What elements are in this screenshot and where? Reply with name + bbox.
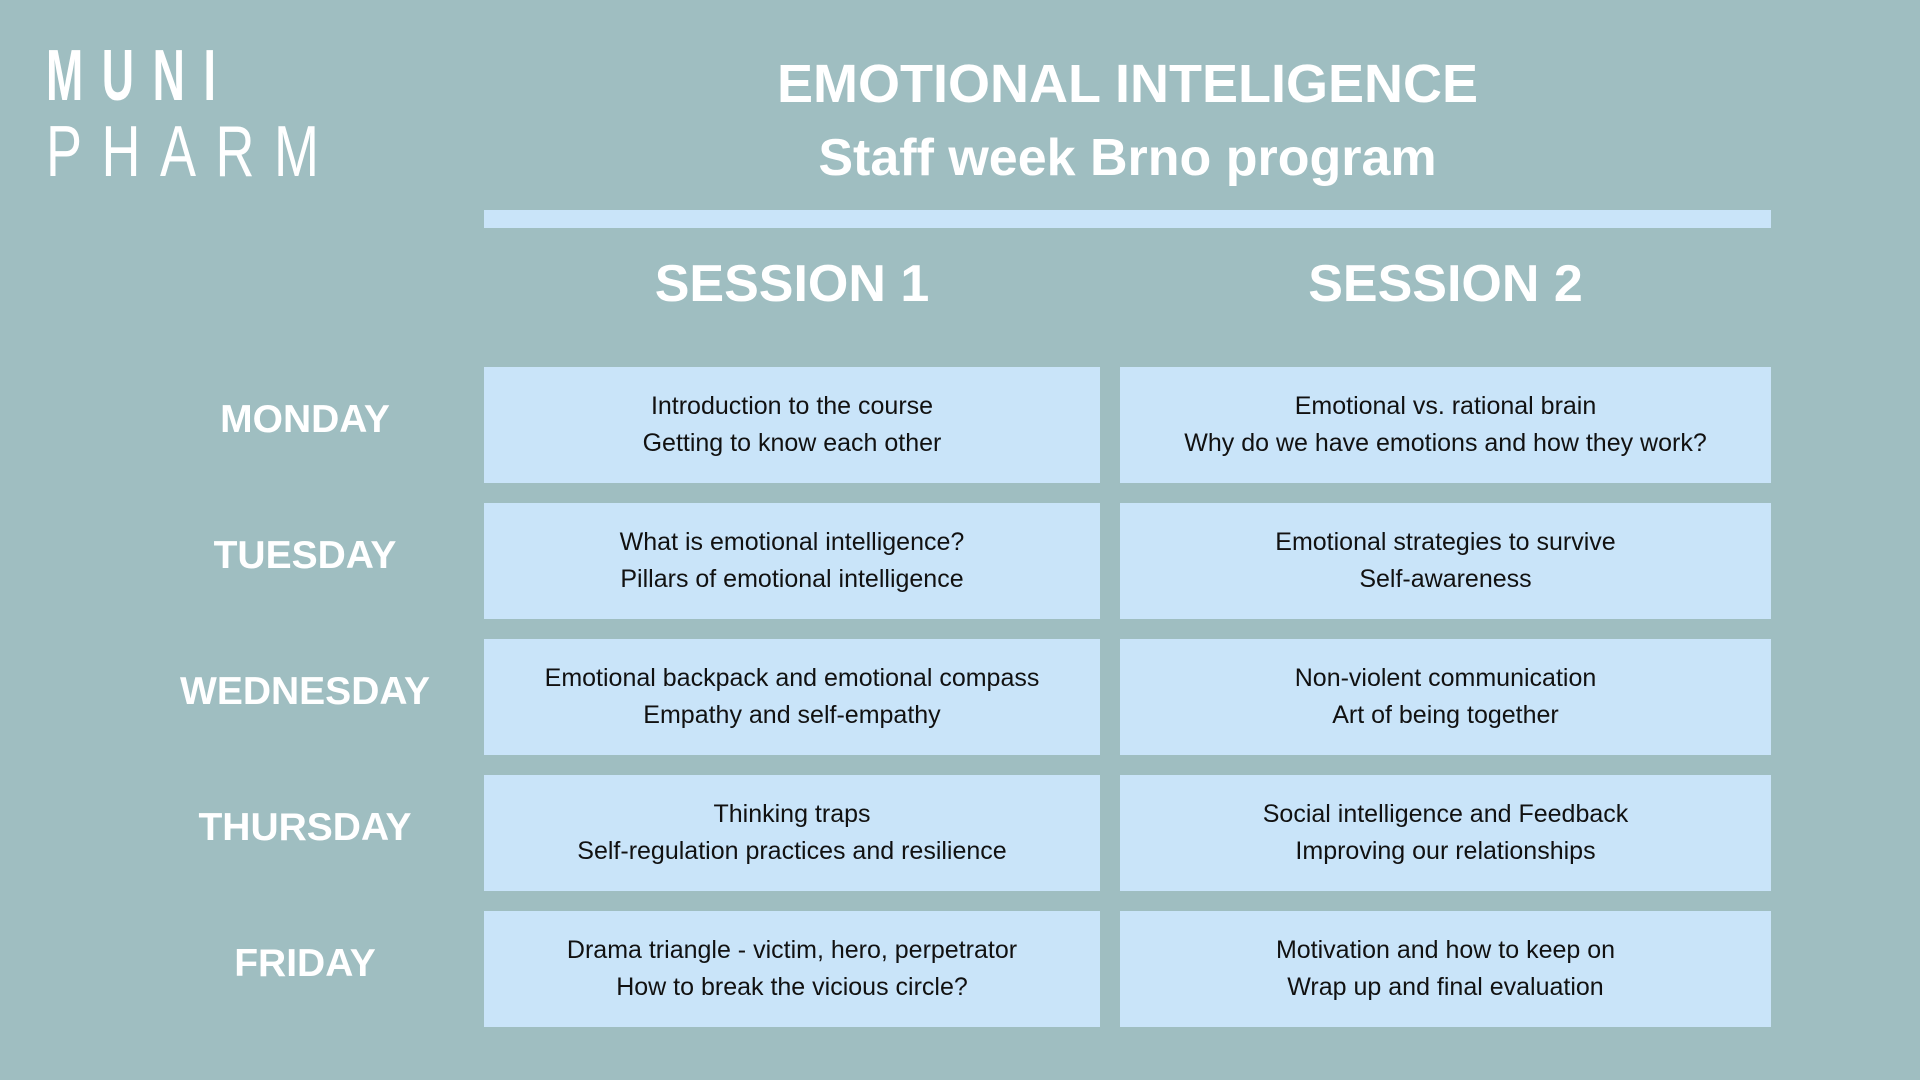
- cell-line: Pillars of emotional intelligence: [620, 565, 964, 593]
- day-label-tuesday: TUESDAY: [213, 534, 397, 577]
- logo-line-pharm: PHARM: [46, 112, 339, 192]
- cell-line: Introduction to the course: [650, 392, 934, 420]
- cell-line: Thinking traps: [713, 800, 871, 828]
- day-label-friday: FRIDAY: [234, 942, 376, 985]
- day-label-monday: MONDAY: [220, 398, 390, 441]
- cell-line: Non-violent communication: [1294, 664, 1597, 692]
- cell-line: Drama triangle - victim, hero, perpetrat…: [566, 936, 1018, 964]
- cell-line: Emotional strategies to survive: [1275, 528, 1616, 556]
- schedule-cell: Introduction to the course Getting to kn…: [484, 367, 1100, 483]
- cell-line: Self-regulation practices and resilience: [577, 837, 1007, 865]
- cell-line: Getting to know each other: [642, 429, 942, 457]
- muni-pharm-logo: MUNI PHARM: [46, 40, 436, 188]
- session-2-heading: SESSION 2: [1308, 255, 1583, 313]
- schedule-cell: Emotional strategies to survive Self-awa…: [1120, 503, 1771, 619]
- schedule-cell: Motivation and how to keep on Wrap up an…: [1120, 911, 1771, 1027]
- cell-line: Motivation and how to keep on: [1275, 936, 1616, 964]
- cell-line: Self-awareness: [1359, 565, 1532, 593]
- schedule-cell: Social intelligence and Feedback Improvi…: [1120, 775, 1771, 891]
- cell-line: Empathy and self-empathy: [643, 701, 941, 729]
- session-1-heading: SESSION 1: [654, 255, 930, 313]
- cell-line: Emotional backpack and emotional compass: [544, 664, 1040, 692]
- schedule-cell: Thinking traps Self-regulation practices…: [484, 775, 1100, 891]
- schedule-cell: What is emotional intelligence? Pillars …: [484, 503, 1100, 619]
- day-label-thursday: THURSDAY: [198, 806, 412, 849]
- schedule-cell: Emotional vs. rational brain Why do we h…: [1120, 367, 1771, 483]
- cell-line: How to break the vicious circle?: [616, 973, 968, 1001]
- page-subtitle: Staff week Brno program: [818, 129, 1437, 187]
- header-divider: [484, 210, 1771, 228]
- day-label-wednesday: WEDNESDAY: [180, 670, 430, 713]
- cell-line: Why do we have emotions and how they wor…: [1184, 429, 1707, 457]
- cell-line: Wrap up and final evaluation: [1287, 973, 1604, 1001]
- cell-line: Art of being together: [1332, 701, 1559, 729]
- page-title-block: EMOTIONAL INTELIGENCE Staff week Brno pr…: [484, 52, 1771, 190]
- cell-line: What is emotional intelligence?: [619, 528, 965, 556]
- schedule-cell: Drama triangle - victim, hero, perpetrat…: [484, 911, 1100, 1027]
- schedule-cell: Non-violent communication Art of being t…: [1120, 639, 1771, 755]
- schedule-cell: Emotional backpack and emotional compass…: [484, 639, 1100, 755]
- cell-line: Emotional vs. rational brain: [1294, 392, 1597, 420]
- cell-line: Social intelligence and Feedback: [1262, 800, 1629, 828]
- page-title: EMOTIONAL INTELIGENCE: [776, 54, 1479, 114]
- logo-line-muni: MUNI: [46, 36, 235, 116]
- cell-line: Improving our relationships: [1295, 837, 1596, 865]
